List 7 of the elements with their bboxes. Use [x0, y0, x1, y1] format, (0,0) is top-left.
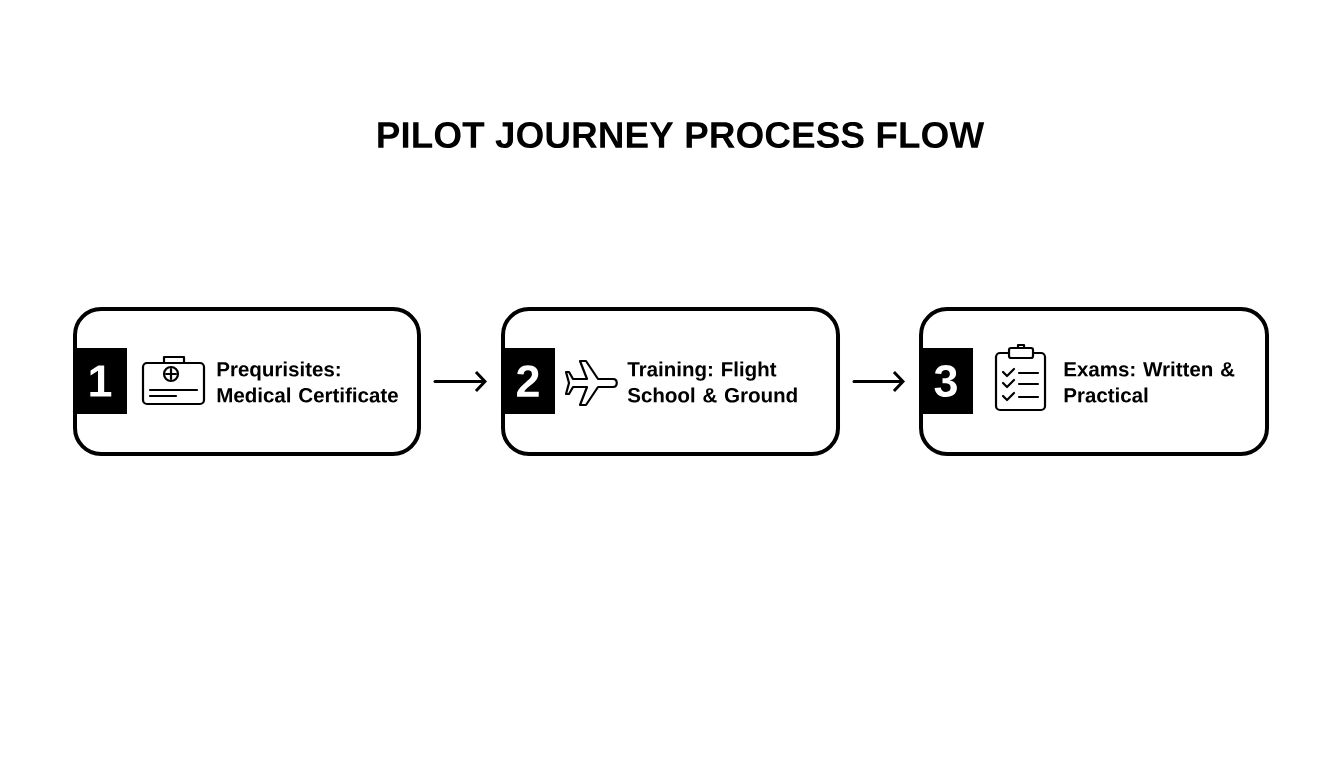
step-label: Training: Flight School & Ground — [627, 361, 797, 403]
step-label: Exams: Written & Practical — [1064, 361, 1235, 403]
step-number-badge: 3 — [919, 348, 973, 414]
title: PILOT JOURNEY PROCESS FLOW — [378, 121, 985, 149]
step-number-badge: 2 — [501, 348, 555, 414]
step-number-badge: 1 — [73, 348, 127, 414]
step-label: Prequrisites: Medical Certificate — [217, 361, 398, 403]
